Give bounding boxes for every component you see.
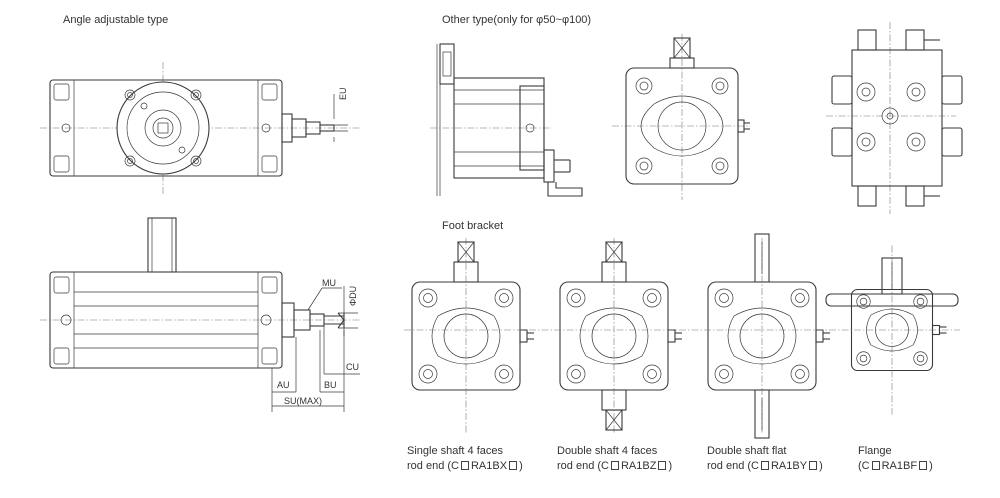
- other-type-front-view: [612, 34, 750, 200]
- dimension-label-cu: CU: [346, 362, 359, 372]
- variant-views: [411, 233, 959, 439]
- blank-box-icon: [509, 461, 518, 470]
- variant-caption-line1: Double shaft flat: [707, 445, 787, 457]
- dimension-label-du: ΦDU: [348, 285, 358, 306]
- variant-caption-line1: Flange: [858, 445, 892, 457]
- variant-caption-line1: Single shaft 4 faces: [407, 445, 504, 457]
- variant-single-shaft-view: [411, 238, 534, 434]
- other-type-side-view: [430, 43, 583, 197]
- blank-box-icon: [919, 461, 928, 470]
- variant-caption-line1: Double shaft 4 faces: [557, 445, 658, 457]
- section-label-other-type: Other type(only for φ50~φ100): [442, 14, 592, 26]
- dimension-label-mu: MU: [322, 278, 336, 288]
- blank-box-icon: [760, 461, 769, 470]
- variant-double-shaft-4-faces-view: [559, 238, 682, 434]
- blank-box-icon: [871, 461, 880, 470]
- blank-box-icon: [809, 461, 818, 470]
- dimension-label-eu: EU: [338, 87, 348, 100]
- blank-box-icon: [610, 461, 619, 470]
- blank-box-icon: [460, 461, 469, 470]
- angle-adjustable-top-view: [40, 62, 360, 195]
- angle-adjustable-front-view: [40, 217, 360, 412]
- section-label-angle-adjustable: Angle adjustable type: [63, 14, 169, 26]
- section-label-foot-bracket: Foot bracket: [442, 220, 504, 232]
- blank-box-icon: [658, 461, 667, 470]
- variant-double-shaft-flat-view: [707, 233, 830, 439]
- dimension-label-su-max: SU(MAX): [284, 396, 322, 406]
- dimension-label-au: AU: [277, 380, 290, 390]
- dimension-label-bu: BU: [324, 380, 337, 390]
- other-type-rear-view: [826, 22, 963, 214]
